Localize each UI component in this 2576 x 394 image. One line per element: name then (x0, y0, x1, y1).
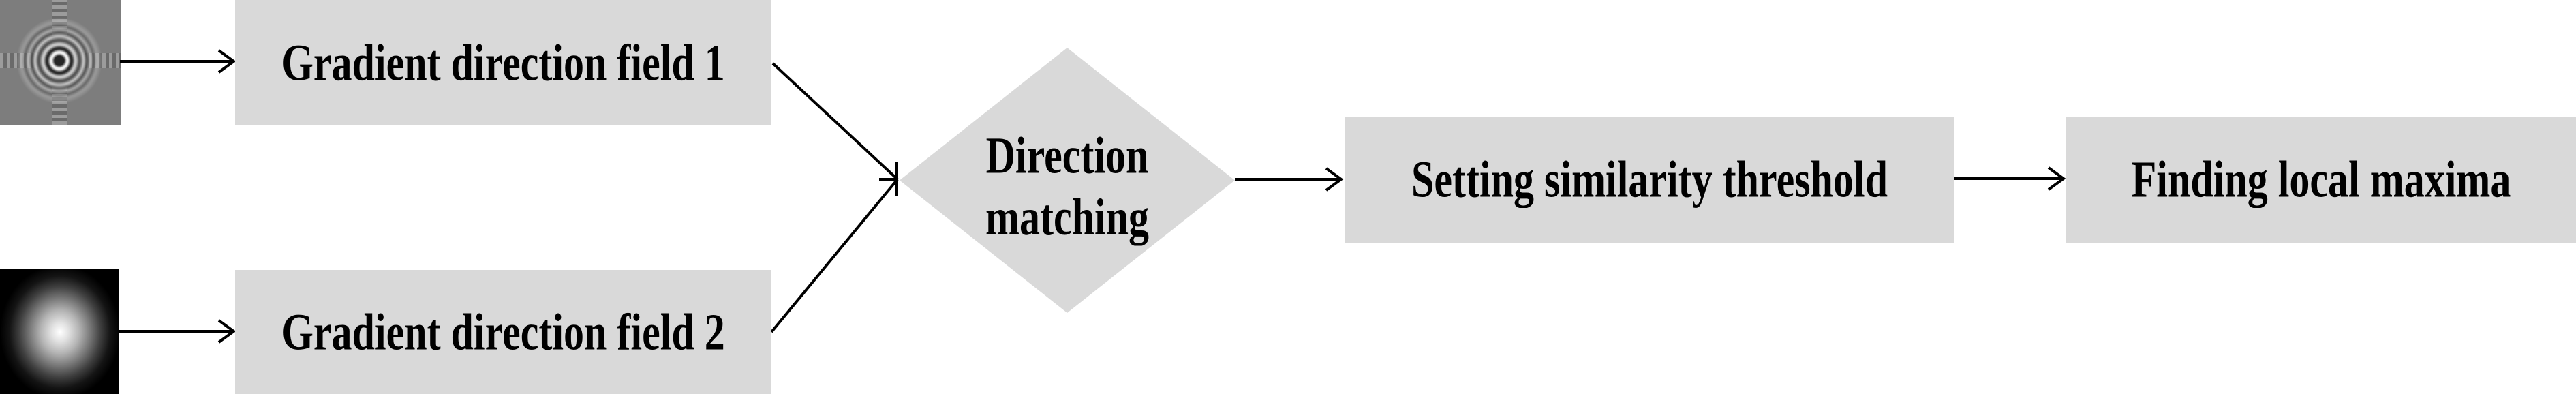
node-setting-similarity-threshold: Setting similarity threshold (1345, 117, 1954, 243)
node-label-field1: Gradient direction field 1 (281, 33, 725, 91)
arrow-threshold-to-maxima-head (2047, 166, 2066, 191)
node-gradient-direction-field-1: Gradient direction field 1 (235, 0, 771, 125)
line-field2-to-matching (770, 178, 899, 333)
node-label-matching-line1: Direction (985, 127, 1149, 184)
arrow-input1-to-field1-head (217, 49, 236, 74)
arrow-input2-to-field2-head (217, 319, 236, 344)
line-field1-to-matching (771, 62, 899, 181)
arrowhead-matching-barbs (895, 162, 898, 197)
node-label-field2: Gradient direction field 2 (281, 303, 725, 361)
input-image-gaussian-blob (0, 269, 119, 394)
node-label-maxima: Finding local maxima (2131, 150, 2511, 208)
arrow-matching-to-threshold-head (1325, 167, 1344, 192)
node-finding-local-maxima: Finding local maxima (2066, 117, 2576, 243)
input-image-ripple-kernel (0, 0, 121, 125)
node-gradient-direction-field-2: Gradient direction field 2 (235, 270, 771, 394)
node-label-threshold: Setting similarity threshold (1411, 150, 1888, 208)
node-label-matching-line2: matching (985, 187, 1149, 245)
